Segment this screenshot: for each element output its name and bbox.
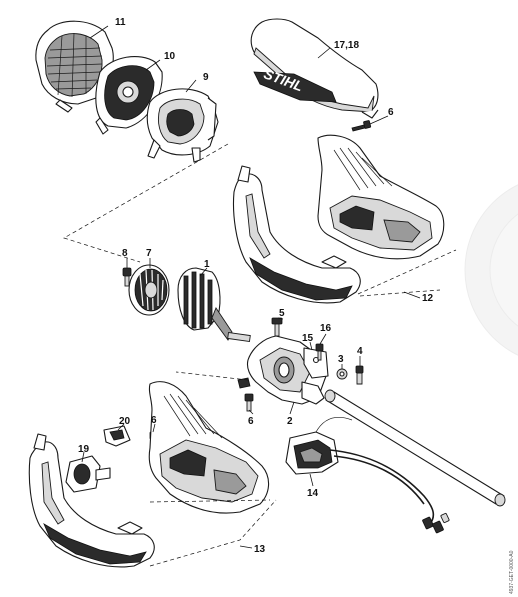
callout-6-upper: 6: [388, 107, 394, 118]
part-7-toothed-wheel: [128, 264, 170, 316]
part-6-screw-upper: [351, 120, 372, 132]
part-13-handle-half-left: [28, 381, 270, 568]
part-9-fan-shroud: [146, 88, 219, 163]
part-12-handle-half-right: [233, 134, 445, 304]
callout-13: 13: [254, 544, 266, 555]
part-1-motor-armature: [177, 267, 251, 343]
callout-12: 12: [422, 293, 434, 304]
callout-20: 20: [119, 416, 131, 427]
callout-16: 16: [320, 323, 332, 334]
callout-17-18: 17,18: [334, 40, 359, 51]
callout-9: 9: [203, 72, 209, 83]
part-6-screw-middle: [244, 393, 254, 412]
callout-6-lower: 6: [151, 415, 157, 426]
part-19-socket: [65, 455, 111, 493]
callout-5: 5: [279, 308, 285, 319]
part-10-fan-wheel: [95, 56, 163, 135]
callout-7: 7: [146, 248, 152, 259]
part-5-screw: [271, 317, 283, 337]
callout-3: 3: [338, 354, 344, 365]
part-8-screw: [122, 267, 132, 287]
callout-2: 2: [287, 416, 293, 427]
callout-1: 1: [204, 259, 210, 270]
callout-15: 15: [302, 333, 314, 344]
drive-shaft-tube: [324, 389, 506, 507]
part-17-18-top-cover: STIHL: [250, 18, 379, 119]
callout-labels: 11 10 9 17,18 6 12 8 7 1 5 16 15 3 4 6 2…: [78, 17, 434, 555]
assembly-guide-lines: [63, 143, 457, 567]
leader-lines: [81, 25, 421, 549]
part-4-screw: [355, 365, 364, 385]
callout-11: 11: [115, 17, 126, 28]
callout-14: 14: [307, 488, 319, 499]
callout-6-middle: 6: [248, 416, 254, 427]
part-14-switch-cable: [285, 417, 450, 534]
document-id: 4937-GET-0000-A0: [509, 550, 515, 594]
callout-4: 4: [357, 346, 363, 357]
callout-8: 8: [122, 248, 128, 259]
part-20-clip: [103, 425, 131, 447]
part-3-nut: [336, 368, 348, 380]
callout-10: 10: [164, 51, 176, 62]
callout-19: 19: [78, 444, 90, 455]
part-16-screw: [315, 343, 324, 361]
cable-connector-plugs: [422, 512, 450, 534]
background-watermark: [464, 184, 518, 356]
part-11-fan-cover: [35, 20, 114, 113]
